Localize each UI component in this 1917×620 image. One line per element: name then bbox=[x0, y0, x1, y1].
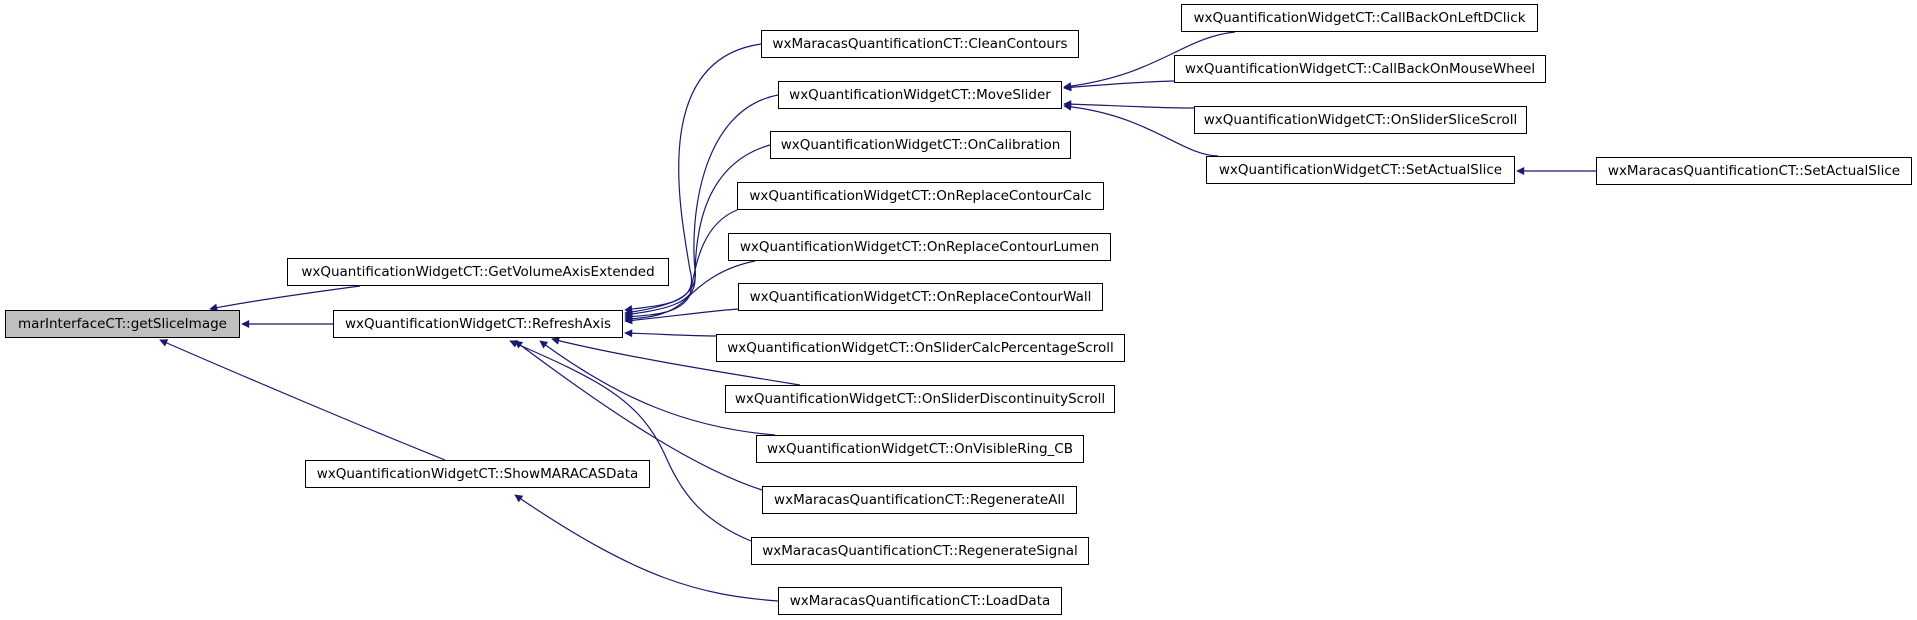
node-onsliderslicescroll[interactable]: wxQuantificationWidgetCT::OnSliderSliceS… bbox=[1194, 106, 1527, 134]
edge-leftdclick-to-moveslider bbox=[1063, 31, 1236, 91]
edge-sliderslice-to-moveslider bbox=[1063, 100, 1195, 109]
node-onslidercalcpercentagescroll[interactable]: wxQuantificationWidgetCT::OnSliderCalcPe… bbox=[716, 334, 1125, 362]
node-maracas-setactualslice[interactable]: wxMaracasQuantificationCT::SetActualSlic… bbox=[1596, 157, 1912, 185]
node-moveslider[interactable]: wxQuantificationWidgetCT::MoveSlider bbox=[778, 81, 1062, 109]
node-oncalibration[interactable]: wxQuantificationWidgetCT::OnCalibration bbox=[770, 131, 1071, 159]
node-loaddata[interactable]: wxMaracasQuantificationCT::LoadData bbox=[778, 587, 1062, 615]
node-callbackonleftdclick[interactable]: wxQuantificationWidgetCT::CallBackOnLeft… bbox=[1181, 4, 1538, 32]
edge-visiblering-to-refreshaxis bbox=[539, 340, 776, 436]
node-widget-setactualslice[interactable]: wxQuantificationWidgetCT::SetActualSlice bbox=[1206, 156, 1515, 184]
edge-mousewheel-to-moveslider bbox=[1063, 80, 1175, 92]
edge-replacelumen-to-refreshaxis bbox=[624, 260, 756, 323]
edge-replacewall-to-refreshaxis bbox=[624, 308, 739, 325]
edge-moveslider-to-refreshaxis bbox=[624, 94, 779, 316]
edge-loaddata-to-showmaracas bbox=[514, 494, 779, 602]
edge-slidercalc-to-refreshaxis bbox=[624, 329, 717, 338]
node-callbackonmousewheel[interactable]: wxQuantificationWidgetCT::CallBackOnMous… bbox=[1174, 55, 1546, 83]
edge-sliderdisc-to-refreshaxis bbox=[551, 336, 801, 386]
edge-setactualslice_w-to-moveslider bbox=[1063, 102, 1219, 157]
node-onsliderdiscontinuityscroll[interactable]: wxQuantificationWidgetCT::OnSliderDiscon… bbox=[725, 385, 1115, 413]
node-cleancontours[interactable]: wxMaracasQuantificationCT::CleanContours bbox=[761, 30, 1079, 58]
node-onvisiblering-cb[interactable]: wxQuantificationWidgetCT::OnVisibleRing_… bbox=[756, 435, 1084, 463]
node-onreplacecontourlumen[interactable]: wxQuantificationWidgetCT::OnReplaceConto… bbox=[728, 233, 1111, 261]
node-showmaracasdata[interactable]: wxQuantificationWidgetCT::ShowMARACASDat… bbox=[305, 460, 650, 488]
node-onreplacecontourcalc[interactable]: wxQuantificationWidgetCT::OnReplaceConto… bbox=[737, 182, 1104, 210]
edge-getvolaxis-to-root bbox=[209, 285, 361, 312]
node-regenerateall[interactable]: wxMaracasQuantificationCT::RegenerateAll bbox=[762, 486, 1077, 514]
node-onreplacecontourwall[interactable]: wxQuantificationWidgetCT::OnReplaceConto… bbox=[738, 283, 1103, 311]
node-getvolumeaxisextended[interactable]: wxQuantificationWidgetCT::GetVolumeAxisE… bbox=[287, 258, 669, 286]
edge-regensignal-to-refreshaxis bbox=[509, 340, 752, 542]
edge-showmaracas-to-root bbox=[159, 339, 446, 461]
node-regeneratesignal[interactable]: wxMaracasQuantificationCT::RegenerateSig… bbox=[751, 537, 1089, 565]
node-refreshaxis[interactable]: wxQuantificationWidgetCT::RefreshAxis bbox=[333, 310, 623, 338]
node-root-getsliceimage: marInterfaceCT::getSliceImage bbox=[5, 310, 240, 338]
edge-regenall-to-refreshaxis bbox=[514, 340, 763, 491]
